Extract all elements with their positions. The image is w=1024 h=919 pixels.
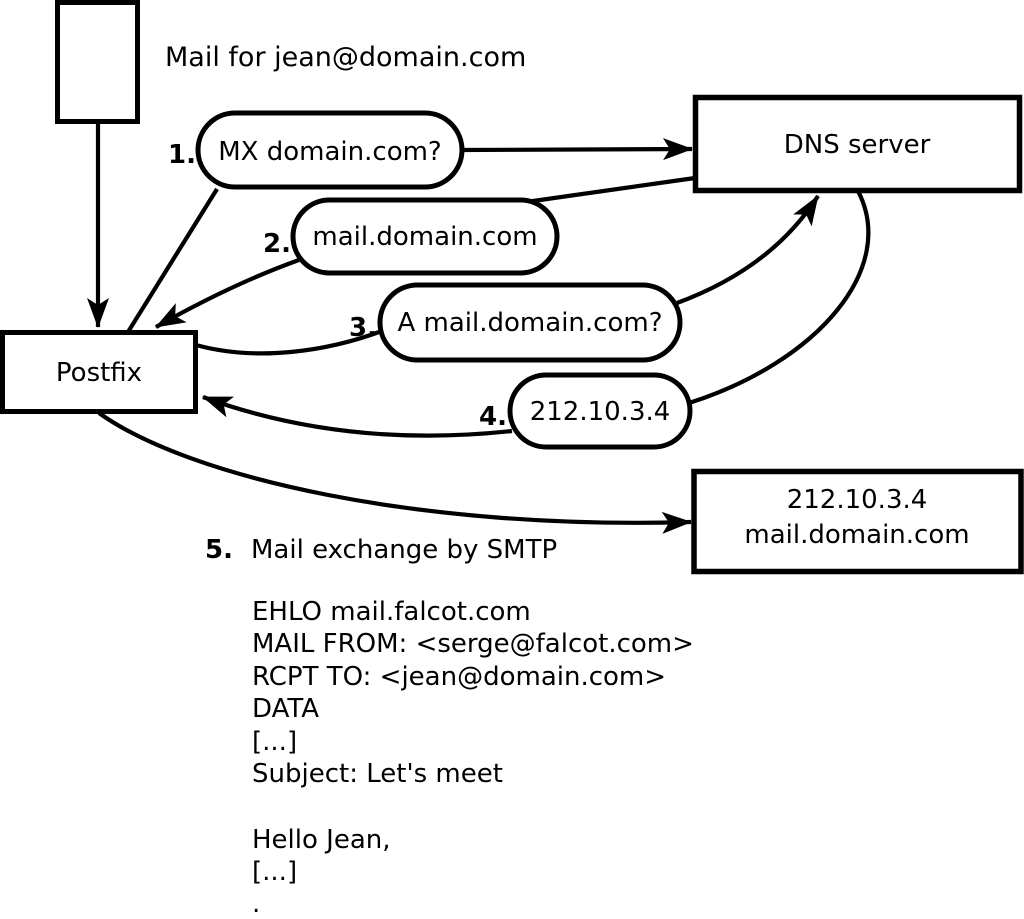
smtp-line: MAIL FROM: <serge@falcot.com> <box>252 629 694 659</box>
smtp-line: [...] <box>252 857 297 887</box>
step4-label: 212.10.3.4 <box>530 397 671 427</box>
step2-answer: 2. mail.domain.com <box>263 197 560 276</box>
mailserver-hostname: mail.domain.com <box>744 520 969 550</box>
step3-pill <box>377 282 683 363</box>
arrow-answer4-to-postfix <box>202 395 513 438</box>
mailserver-ip: 212.10.3.4 <box>787 485 928 515</box>
mail-note: Mail for jean@domain.com <box>165 42 526 73</box>
step2-number: 2. <box>263 229 291 259</box>
step2-label: mail.domain.com <box>312 222 537 252</box>
dns-label: DNS server <box>784 130 931 160</box>
mailserver-box <box>691 468 1024 575</box>
mailserver-node: 212.10.3.4 mail.domain.com <box>691 468 1024 575</box>
arrow-answer2-to-postfix <box>154 258 300 329</box>
postfix-box <box>0 330 198 414</box>
smtp-line: EHLO mail.falcot.com <box>252 597 531 627</box>
line-dns-to-answer4 <box>688 190 871 406</box>
line-postfix-to-query3 <box>195 329 383 356</box>
dns-node: DNS server <box>692 94 1023 194</box>
postfix-node: Postfix <box>0 330 198 414</box>
line-postfix-to-query1 <box>126 187 219 334</box>
step1-label: MX domain.com? <box>218 137 441 167</box>
step4-pill <box>507 372 693 450</box>
smtp-line: [...] <box>252 727 297 757</box>
smtp-line: RCPT TO: <jean@domain.com> <box>252 662 666 692</box>
step1-pill <box>195 110 465 190</box>
smtp-line: . <box>252 889 260 919</box>
step2-pill <box>290 197 560 276</box>
step3-query: 3. A mail.domain.com? <box>349 282 683 363</box>
step1-query: 1. MX domain.com? <box>168 110 465 190</box>
step3-number: 3. <box>349 313 377 343</box>
step3-label: A mail.domain.com? <box>398 308 663 338</box>
step5-caption: 5. Mail exchange by SMTP <box>205 535 557 565</box>
arrow-postfix-to-mailserver <box>97 411 692 534</box>
line-dns-to-answer2 <box>525 175 696 205</box>
step5-label: Mail exchange by SMTP <box>251 535 557 565</box>
postfix-label: Postfix <box>56 358 142 388</box>
smtp-line: Hello Jean, <box>252 825 391 855</box>
step4-number: 4. <box>479 402 507 432</box>
step1-number: 1. <box>168 140 196 170</box>
step5-number: 5. <box>205 535 233 565</box>
arrow-query3-to-dns <box>676 194 820 305</box>
smtp-line: DATA <box>252 694 319 724</box>
arrow-query1-to-dns <box>459 138 693 161</box>
smtp-line: Subject: Let's meet <box>252 759 503 789</box>
step4-answer: 4. 212.10.3.4 <box>479 372 693 450</box>
smtp-session-transcript: EHLO mail.falcot.com MAIL FROM: <serge@f… <box>252 597 694 919</box>
mail-envelope <box>55 0 140 124</box>
dns-box <box>692 94 1023 194</box>
